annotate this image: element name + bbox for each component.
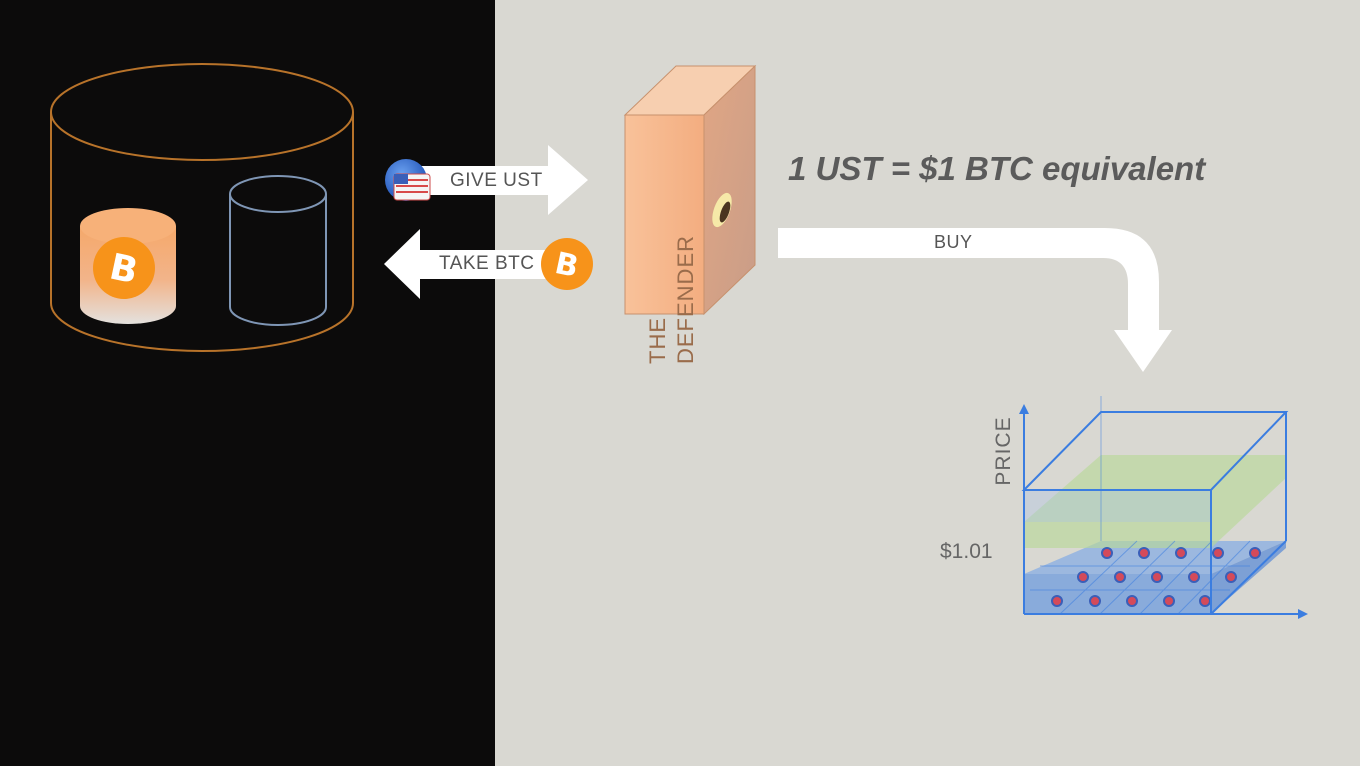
empty-tank — [229, 175, 327, 326]
time-axis-arrowhead — [1298, 609, 1308, 619]
give-ust-arrow — [402, 145, 588, 215]
bitcoin-icon: B — [93, 237, 155, 299]
take-btc-arrow — [384, 229, 580, 299]
reserve-cylinder — [50, 63, 354, 352]
buy-arrow — [778, 228, 1172, 372]
price-axis-arrowhead — [1019, 404, 1029, 414]
take-btc-label: TAKE BTC — [439, 253, 535, 274]
bitcoin-icon: B — [541, 238, 593, 290]
price-chart — [1019, 396, 1308, 619]
reserve-panel — [0, 0, 495, 766]
buy-label: BUY — [934, 232, 973, 252]
price-axis-label: PRICE — [992, 416, 1015, 486]
give-ust-label: GIVE UST — [450, 170, 543, 191]
ust-coin-icon — [385, 159, 431, 201]
upper-volume — [1024, 490, 1211, 522]
defender-box-icon — [623, 64, 757, 316]
peg-equation: 1 UST = $1 BTC equivalent — [788, 150, 1206, 187]
defender-label: THE DEFENDER — [645, 234, 698, 364]
price-band — [1024, 455, 1286, 548]
ust-coin-grid — [1051, 547, 1261, 607]
price-tick-label: $1.01 — [940, 540, 993, 563]
